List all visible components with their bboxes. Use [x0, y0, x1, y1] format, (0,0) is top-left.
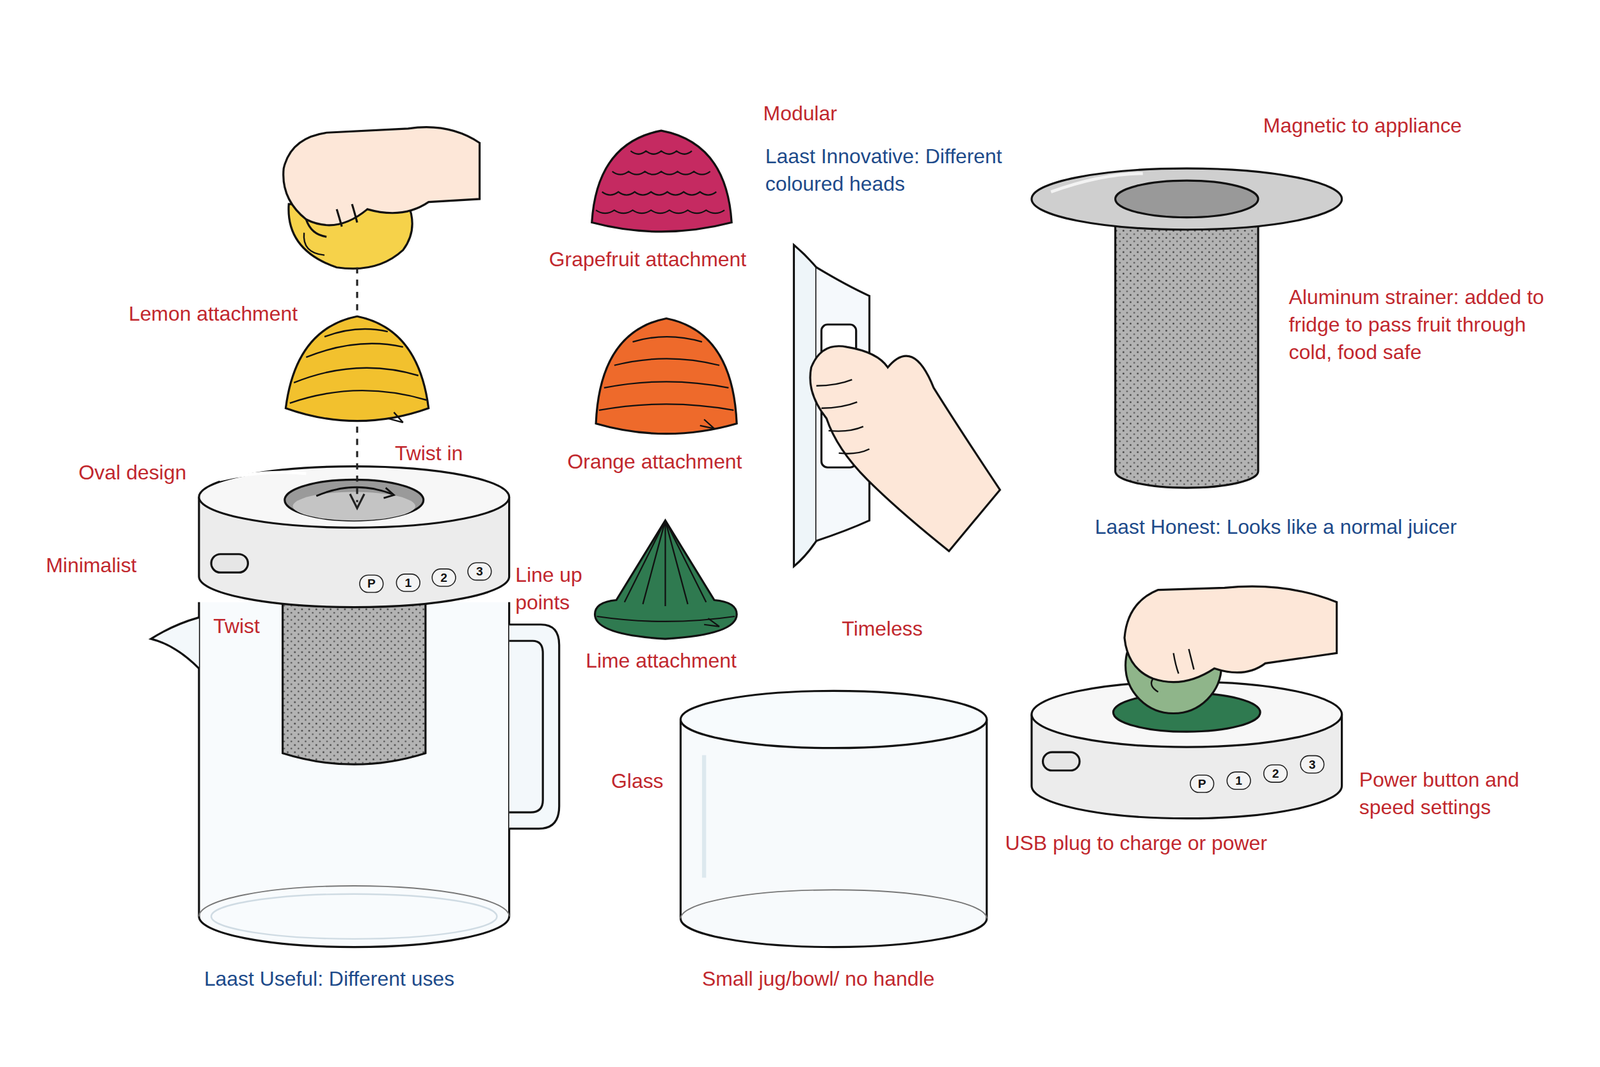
- button-label: 1: [404, 575, 412, 590]
- annotation-label: Power button and speed settings: [1359, 766, 1556, 822]
- annotation-label: Lemon attachment: [128, 300, 298, 328]
- annotation-label: Laast Honest: Looks like a normal juicer: [1095, 513, 1457, 541]
- annotation-label: Laast Innovative: Different coloured hea…: [765, 142, 1062, 198]
- annotation-label: Magnetic to appliance: [1263, 112, 1462, 140]
- button-label: P: [1198, 776, 1207, 791]
- annotation-label: Twist: [213, 612, 260, 640]
- annotation-label: Oval design: [78, 458, 187, 487]
- annotation-label: Glass: [611, 767, 664, 795]
- annotation-label: Modular: [763, 99, 838, 128]
- control-button: P: [359, 574, 384, 594]
- annotation-label: Grapefruit attachment: [549, 245, 747, 274]
- annotation-label: USB plug to charge or power: [1004, 829, 1267, 857]
- control-button: 2: [1263, 764, 1288, 783]
- button-label: 1: [1235, 773, 1243, 788]
- annotation-label: Twist in: [394, 439, 463, 468]
- button-label: 2: [1272, 766, 1280, 781]
- annotation-label: Lime attachment: [585, 647, 737, 675]
- annotation-label: Orange attachment: [567, 448, 742, 476]
- annotation-label: Aluminum strainer: added to fridge to pa…: [1288, 283, 1567, 367]
- annotation-label: Timeless: [841, 615, 923, 643]
- control-button: 3: [1299, 755, 1325, 774]
- control-button: 1: [1226, 771, 1251, 790]
- control-button: 1: [396, 573, 421, 592]
- annotation-label: Laast Useful: Different uses: [204, 965, 455, 993]
- annotation-label: Small jug/bowl/ no handle: [702, 965, 935, 993]
- annotation-label: Minimalist: [46, 552, 137, 580]
- button-label: 3: [476, 564, 484, 579]
- control-button: P: [1189, 774, 1215, 793]
- button-label: P: [367, 576, 376, 591]
- control-button: 2: [431, 568, 456, 587]
- button-label: 2: [440, 570, 448, 585]
- annotation-label: Line up points: [515, 561, 610, 617]
- control-button: 3: [467, 562, 492, 582]
- button-label: 3: [1308, 757, 1316, 772]
